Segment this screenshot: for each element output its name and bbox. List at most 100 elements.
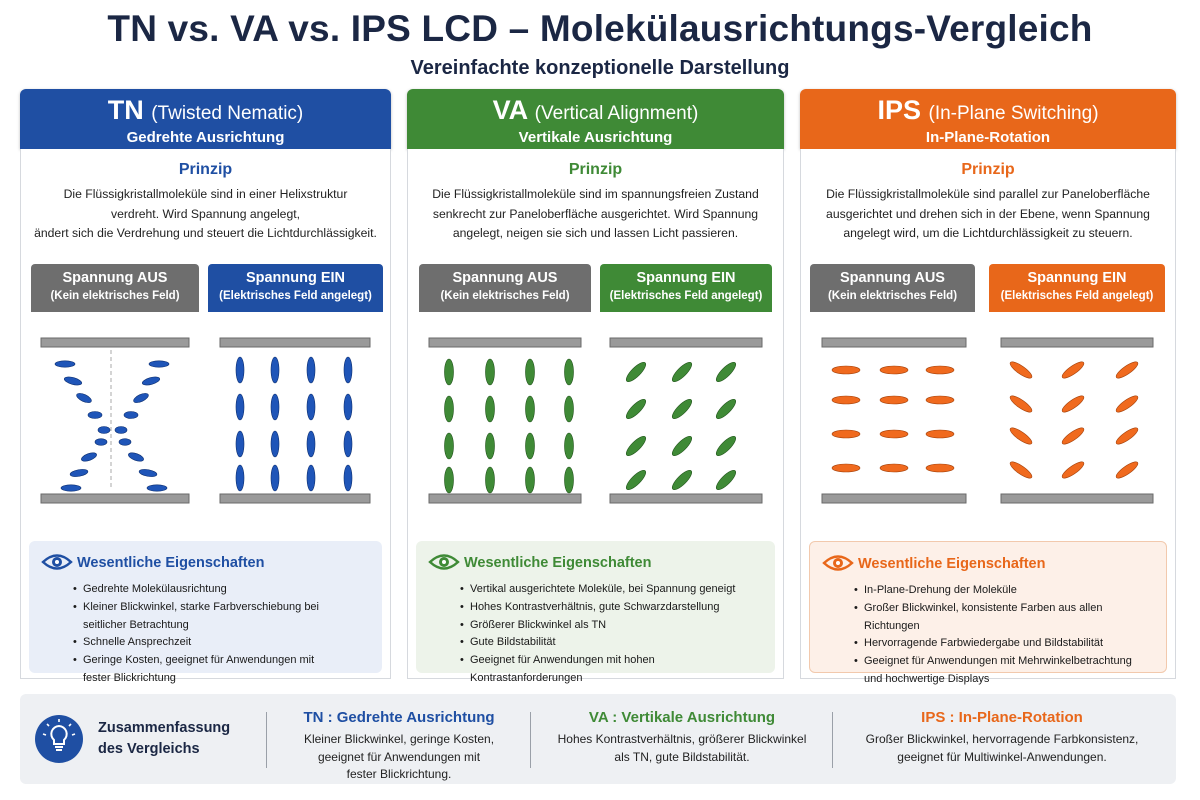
glass-plate-top <box>609 337 763 348</box>
lc-molecule <box>485 358 495 386</box>
lc-molecule <box>671 398 693 420</box>
summary-tn: TN : Gedrehte Ausrichtung Kleiner Blickw… <box>268 708 530 784</box>
list-item: Geeignet für Anwendungen mit Mehrwinkelb… <box>854 653 1156 671</box>
ips-principle-line: angelegt wird, um die Lichtdurchlässigke… <box>843 226 1133 240</box>
glass-plate-bottom <box>609 493 763 504</box>
va-header: VA (Vertical Alignment) Vertikale Ausric… <box>407 89 784 149</box>
lc-molecule <box>1115 427 1139 445</box>
lc-molecule <box>97 426 111 434</box>
lc-molecule <box>1061 461 1085 479</box>
summary-line: Großer Blickwinkel, hervorragende Farbko… <box>865 732 1139 746</box>
summary-label-line: Zusammenfassung <box>98 720 231 736</box>
va-principle-line: angelegt, neigen sie sich und lassen Lic… <box>452 226 739 240</box>
state-on-subtitle: (Elektrisches Feld angelegt) <box>1000 290 1154 302</box>
list-item-continuation: und hochwertige Displays <box>864 672 990 685</box>
tn-state-on: Spannung EIN (Elektrisches Feld angelegt… <box>208 264 383 312</box>
lc-molecule <box>925 395 955 405</box>
lc-molecule <box>525 358 535 386</box>
lc-molecule <box>270 430 280 458</box>
va-properties-list: Vertikal ausgerichtete Moleküle, bei Spa… <box>460 581 765 688</box>
state-on-title: Spannung EIN <box>636 270 736 286</box>
lc-molecule <box>81 452 97 462</box>
list-item-continuation: seitlicher Betrachtung <box>83 618 189 631</box>
ips-principle-text: Die Flüssigkristallmoleküle sind paralle… <box>807 185 1169 244</box>
state-off-subtitle: (Kein elektrisches Feld) <box>50 290 180 302</box>
summary-ips: IPS : In-Plane-Rotation Großer Blickwink… <box>834 708 1170 766</box>
lc-molecule <box>925 429 955 439</box>
tn-properties-list: Gedrehte Molekülausrichtung Kleiner Blic… <box>73 581 372 688</box>
lc-molecule <box>133 393 149 403</box>
glass-plate-bottom <box>40 493 190 504</box>
lc-molecule <box>148 360 170 368</box>
lc-molecule <box>141 376 161 386</box>
lc-molecule <box>94 438 108 446</box>
list-item: Vertikal ausgerichtete Moleküle, bei Spa… <box>460 581 765 599</box>
state-off-subtitle: (Kein elektrisches Feld) <box>827 290 958 302</box>
lc-molecule <box>1061 361 1085 379</box>
lc-molecule <box>306 393 316 421</box>
tn-abbr: TN <box>107 95 144 125</box>
lc-molecule <box>1061 427 1085 445</box>
glass-plate-top <box>428 337 582 348</box>
lc-molecule <box>235 393 245 421</box>
lc-molecule <box>128 452 144 462</box>
state-on-title: Spannung EIN <box>1027 270 1127 286</box>
va-abbr: VA <box>492 95 528 125</box>
lc-molecule <box>564 432 574 460</box>
ips-body: Prinzip Die Flüssigkristallmoleküle sind… <box>800 149 1176 685</box>
lc-molecule <box>715 469 737 491</box>
lc-molecule <box>525 395 535 423</box>
tn-principle-text: Die Flüssigkristallmoleküle sind in eine… <box>27 185 384 244</box>
ips-column: IPS (In-Plane Switching) In-Plane-Rotati… <box>800 89 1176 685</box>
glass-plate-top <box>821 337 967 348</box>
glass-plate-bottom <box>821 493 967 504</box>
va-properties-title: Wesentliche Eigenschaften <box>464 555 652 571</box>
lc-molecule <box>831 463 861 473</box>
eye-icon <box>41 554 73 570</box>
state-off-title: Spannung AUS <box>840 270 945 286</box>
lc-molecule <box>76 393 92 403</box>
lc-molecule <box>879 365 909 375</box>
lc-molecule <box>831 365 861 375</box>
list-item: In-Plane-Drehung der Moleküle <box>854 582 1156 600</box>
list-item: Gedrehte Molekülausrichtung <box>73 581 372 599</box>
va-full-name: (Vertical Alignment) <box>534 103 699 124</box>
summary-line: Kleiner Blickwinkel, geringe Kosten, <box>303 732 495 746</box>
glass-plate-top <box>219 337 371 348</box>
lc-molecule <box>1009 427 1033 445</box>
lc-molecule <box>1115 395 1139 413</box>
lc-molecule <box>306 464 316 492</box>
lc-molecule <box>625 361 647 383</box>
summary-ips-title: IPS : In-Plane-Rotation <box>921 709 1083 726</box>
lc-molecule <box>118 438 132 446</box>
list-item: Hervorragende Farbwiedergabe und Bildsta… <box>854 635 1156 653</box>
lc-molecule <box>235 464 245 492</box>
ips-on-diagram <box>989 312 1165 534</box>
list-item: Großer Blickwinkel, konsistente Farben a… <box>854 600 1156 636</box>
lc-molecule <box>306 430 316 458</box>
ips-header: IPS (In-Plane Switching) In-Plane-Rotati… <box>800 89 1176 149</box>
va-principle-label: Prinzip <box>568 161 623 178</box>
va-body: Prinzip Die Flüssigkristallmoleküle sind… <box>407 149 784 684</box>
ips-properties-box: Wesentliche Eigenschaften In-Plane-Drehu… <box>809 541 1167 685</box>
summary-label-line: des Vergleichs <box>98 741 200 757</box>
page-title: TN vs. VA vs. IPS LCD – Molekülausrichtu… <box>107 8 1093 49</box>
glass-plate-top <box>1000 337 1154 348</box>
summary-ips-text: Großer Blickwinkel, hervorragende Farbko… <box>834 731 1170 766</box>
va-on-diagram <box>600 312 772 534</box>
tn-principle-line: Die Flüssigkristallmoleküle sind in eine… <box>63 187 348 201</box>
lc-molecule <box>564 358 574 386</box>
ips-principle-line: Die Flüssigkristallmoleküle sind paralle… <box>826 187 1150 201</box>
ips-full-name: (In-Plane Switching) <box>928 103 1099 124</box>
lc-molecule <box>1009 461 1033 479</box>
eye-icon <box>822 555 854 571</box>
va-principle-line: senkrecht zur Paneloberfläche ausgericht… <box>432 206 759 221</box>
lc-molecule <box>60 484 82 492</box>
lc-molecule <box>270 393 280 421</box>
lc-molecule <box>671 361 693 383</box>
lc-molecule <box>87 411 103 419</box>
tn-principle-line: verdreht. Wird Spannung angelegt, <box>110 206 301 221</box>
list-item: Größerer Blickwinkel als TN <box>460 617 765 635</box>
tn-state-off: Spannung AUS (Kein elektrisches Feld) <box>31 264 199 312</box>
state-off-subtitle: (Kein elektrisches Feld) <box>440 290 570 302</box>
